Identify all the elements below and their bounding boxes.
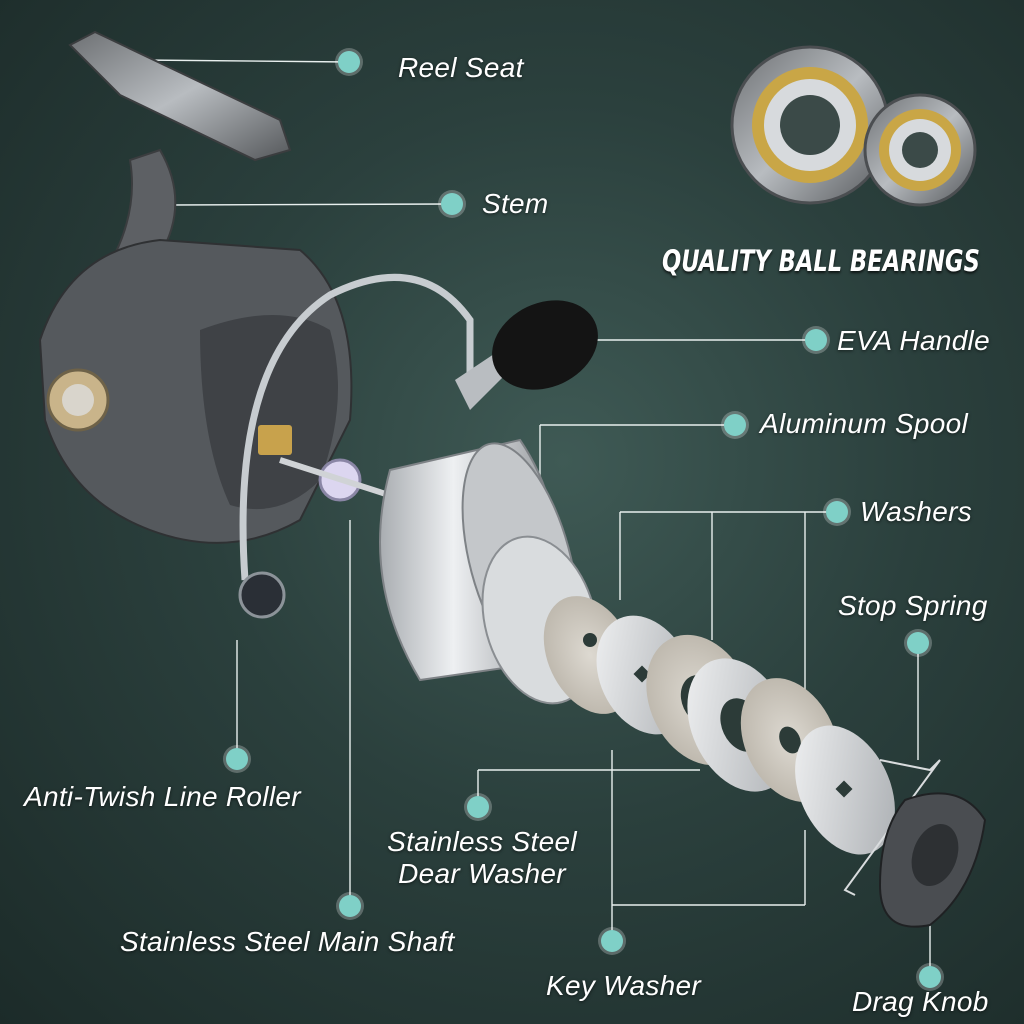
callout-dot-gear-washer (467, 796, 489, 818)
line-roller (238, 571, 286, 619)
label-reel-seat: Reel Seat (398, 52, 524, 83)
callout-dot-stem (441, 193, 463, 215)
label-gear-washer: Stainless Steel Dear Washer (370, 826, 594, 890)
leader-gear-washer (477, 769, 700, 805)
reel-seat-foot (68, 30, 292, 162)
label-washers: Washers (860, 496, 973, 527)
label-aluminum-spool: Aluminum Spool (760, 408, 969, 439)
label-eva-handle: EVA Handle (837, 325, 990, 356)
label-gear-washer-line1: Stainless Steel (387, 826, 577, 857)
stop-spring-wire (843, 759, 941, 896)
callout-dot-washers (826, 501, 848, 523)
eva-handle-knob (492, 300, 598, 390)
leader-key-washer (611, 750, 806, 935)
label-main-shaft: Stainless Steel Main Shaft (120, 926, 455, 957)
reel-rotor (200, 315, 338, 510)
label-anti-twist-line-roller: Anti-Twish Line Roller (24, 781, 301, 812)
callout-dot-stop-spring (907, 632, 929, 654)
label-stop-spring: Stop Spring (838, 590, 988, 621)
callout-dot-drag-knob (919, 966, 941, 988)
drag-knob-part (878, 792, 987, 928)
callout-dot-line-roller (226, 748, 248, 770)
leader-aluminum-spool (539, 424, 733, 525)
leader-stem (169, 203, 451, 206)
callout-dot-main-shaft (339, 895, 361, 917)
label-key-washer: Key Washer (546, 970, 701, 1001)
bail-wire (239, 274, 474, 581)
label-drag-knob: Drag Knob (852, 986, 989, 1017)
label-stem: Stem (482, 188, 549, 219)
washer-stack (543, 596, 941, 896)
callout-dot-key-washer (601, 930, 623, 952)
callout-dot-aluminum-spool (724, 414, 746, 436)
brass-nut (258, 425, 292, 455)
label-gear-washer-line2: Dear Washer (398, 858, 566, 889)
headline-quality-ball-bearings: QUALITY BALL BEARINGS (662, 244, 980, 278)
leader-reel-seat (139, 59, 351, 63)
reel-body (38, 30, 598, 619)
ball-bearings-image (730, 45, 977, 207)
leader-washers (619, 511, 835, 720)
callout-dot-eva-handle (805, 329, 827, 351)
callout-dot-reel-seat (338, 51, 360, 73)
